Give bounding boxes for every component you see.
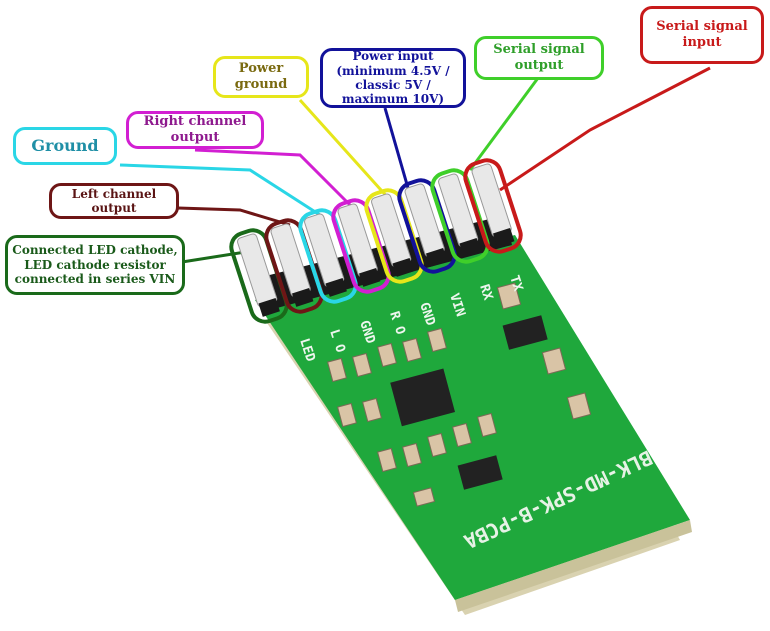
header-pin — [237, 233, 280, 317]
callout-power-ground: Power ground — [213, 56, 309, 98]
leader-line-ground — [119, 163, 321, 217]
leader-lines — [119, 66, 711, 264]
callout-text: Connected LED cathode, LED cathode resis… — [12, 243, 178, 287]
callout-text: Serial signal input — [656, 19, 748, 50]
leader-line-serial-input — [499, 66, 711, 192]
callout-led-cathode: Connected LED cathode, LED cathode resis… — [5, 235, 185, 295]
pin-outline-serial-input — [463, 158, 523, 254]
header-pin — [404, 183, 448, 267]
callout-text: Power ground — [234, 61, 288, 92]
leader-line-serial-output — [468, 77, 540, 171]
callout-text: Left channel output — [71, 186, 157, 215]
pin-label: R O — [386, 310, 408, 337]
transistor-top — [502, 315, 548, 350]
smd-components — [327, 282, 592, 507]
callout-text: Serial signal output — [493, 42, 585, 73]
header-pin — [270, 223, 314, 307]
callout-text: Ground — [31, 136, 99, 156]
callout-text: Power input (minimum 4.5V / classic 5V /… — [336, 49, 450, 107]
transistor-bottom — [457, 455, 503, 490]
callout-ground: Ground — [13, 127, 117, 165]
pin-header-base — [250, 215, 512, 312]
callout-text: Right channel output — [143, 114, 247, 145]
pin-label: VIN — [446, 292, 468, 319]
pin-label: GND — [416, 301, 438, 328]
header-pin — [304, 213, 347, 297]
callout-serial-signal-output: Serial signal output — [474, 36, 604, 80]
callout-left-channel-output: Left channel output — [49, 183, 179, 219]
callout-serial-signal-input: Serial signal input — [640, 6, 764, 64]
header-pin — [471, 163, 515, 247]
leader-line-power-input — [383, 107, 412, 196]
pin-label: RX — [476, 283, 495, 303]
header-pin — [337, 203, 381, 287]
header-pins — [237, 163, 515, 317]
leader-line-power-ground — [298, 98, 392, 202]
leader-line-right-channel — [194, 148, 357, 212]
leader-line-left-channel — [177, 206, 291, 227]
pin-label: TX — [506, 274, 525, 294]
pin-highlight-outlines — [229, 158, 523, 324]
header-pin — [438, 173, 481, 257]
pin-label: L O — [326, 328, 348, 355]
pcb-body — [255, 235, 690, 600]
callout-power-input: Power input (minimum 4.5V / classic 5V /… — [320, 48, 466, 108]
pin-label: LED — [296, 337, 318, 364]
callout-right-channel-output: Right channel output — [126, 111, 264, 149]
header-pin — [371, 193, 414, 277]
pin-labels: LED L O GND R O GND VIN RX TX — [296, 274, 525, 364]
pin-label: GND — [356, 319, 378, 346]
pcb-edge — [455, 520, 692, 612]
ic-chip — [390, 368, 455, 427]
